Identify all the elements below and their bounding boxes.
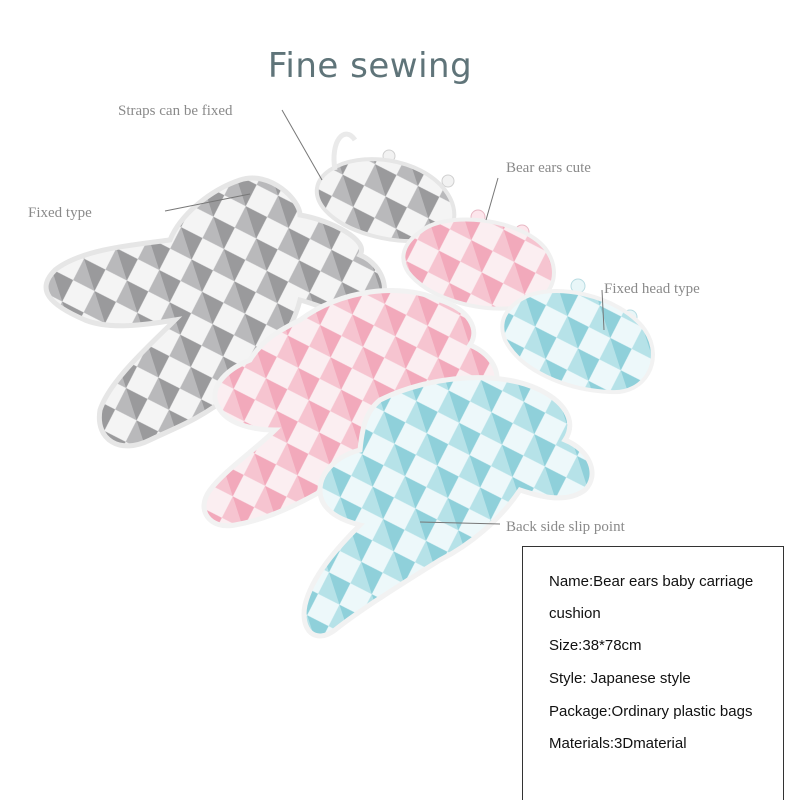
info-name-line2: cushion xyxy=(549,605,601,622)
info-style: Style: Japanese style xyxy=(549,670,691,687)
fixed-type-leader-line xyxy=(164,193,251,212)
blue-head-pillow xyxy=(500,278,655,395)
blue-cushion xyxy=(301,375,595,639)
info-size: Size:38*78cm xyxy=(549,637,642,654)
product-info-box: Name:Bear ears baby carriage cushion Siz… xyxy=(522,546,784,800)
info-materials: Materials:3Dmaterial xyxy=(549,735,687,752)
back-side-leader-line xyxy=(419,521,501,525)
callout-straps: Straps can be fixed xyxy=(118,103,233,119)
info-name-line1: Name:Bear ears baby carriage xyxy=(549,573,754,590)
gray-head-pillow xyxy=(314,131,457,243)
pink-cushion xyxy=(201,288,500,529)
page-title: Fine sewing xyxy=(267,46,473,86)
callout-fixed-head: Fixed head type xyxy=(604,281,700,297)
gray-cushion xyxy=(43,175,387,449)
callout-bear-ears: Bear ears cute xyxy=(506,160,591,176)
callout-fixed-type: Fixed type xyxy=(28,205,92,221)
callout-back-side: Back side slip point xyxy=(506,519,625,535)
bear-ears-leader-line xyxy=(485,177,499,221)
straps-leader-line xyxy=(281,109,323,181)
fixed-head-leader-line xyxy=(601,289,605,331)
info-package: Package:Ordinary plastic bags xyxy=(549,703,753,720)
